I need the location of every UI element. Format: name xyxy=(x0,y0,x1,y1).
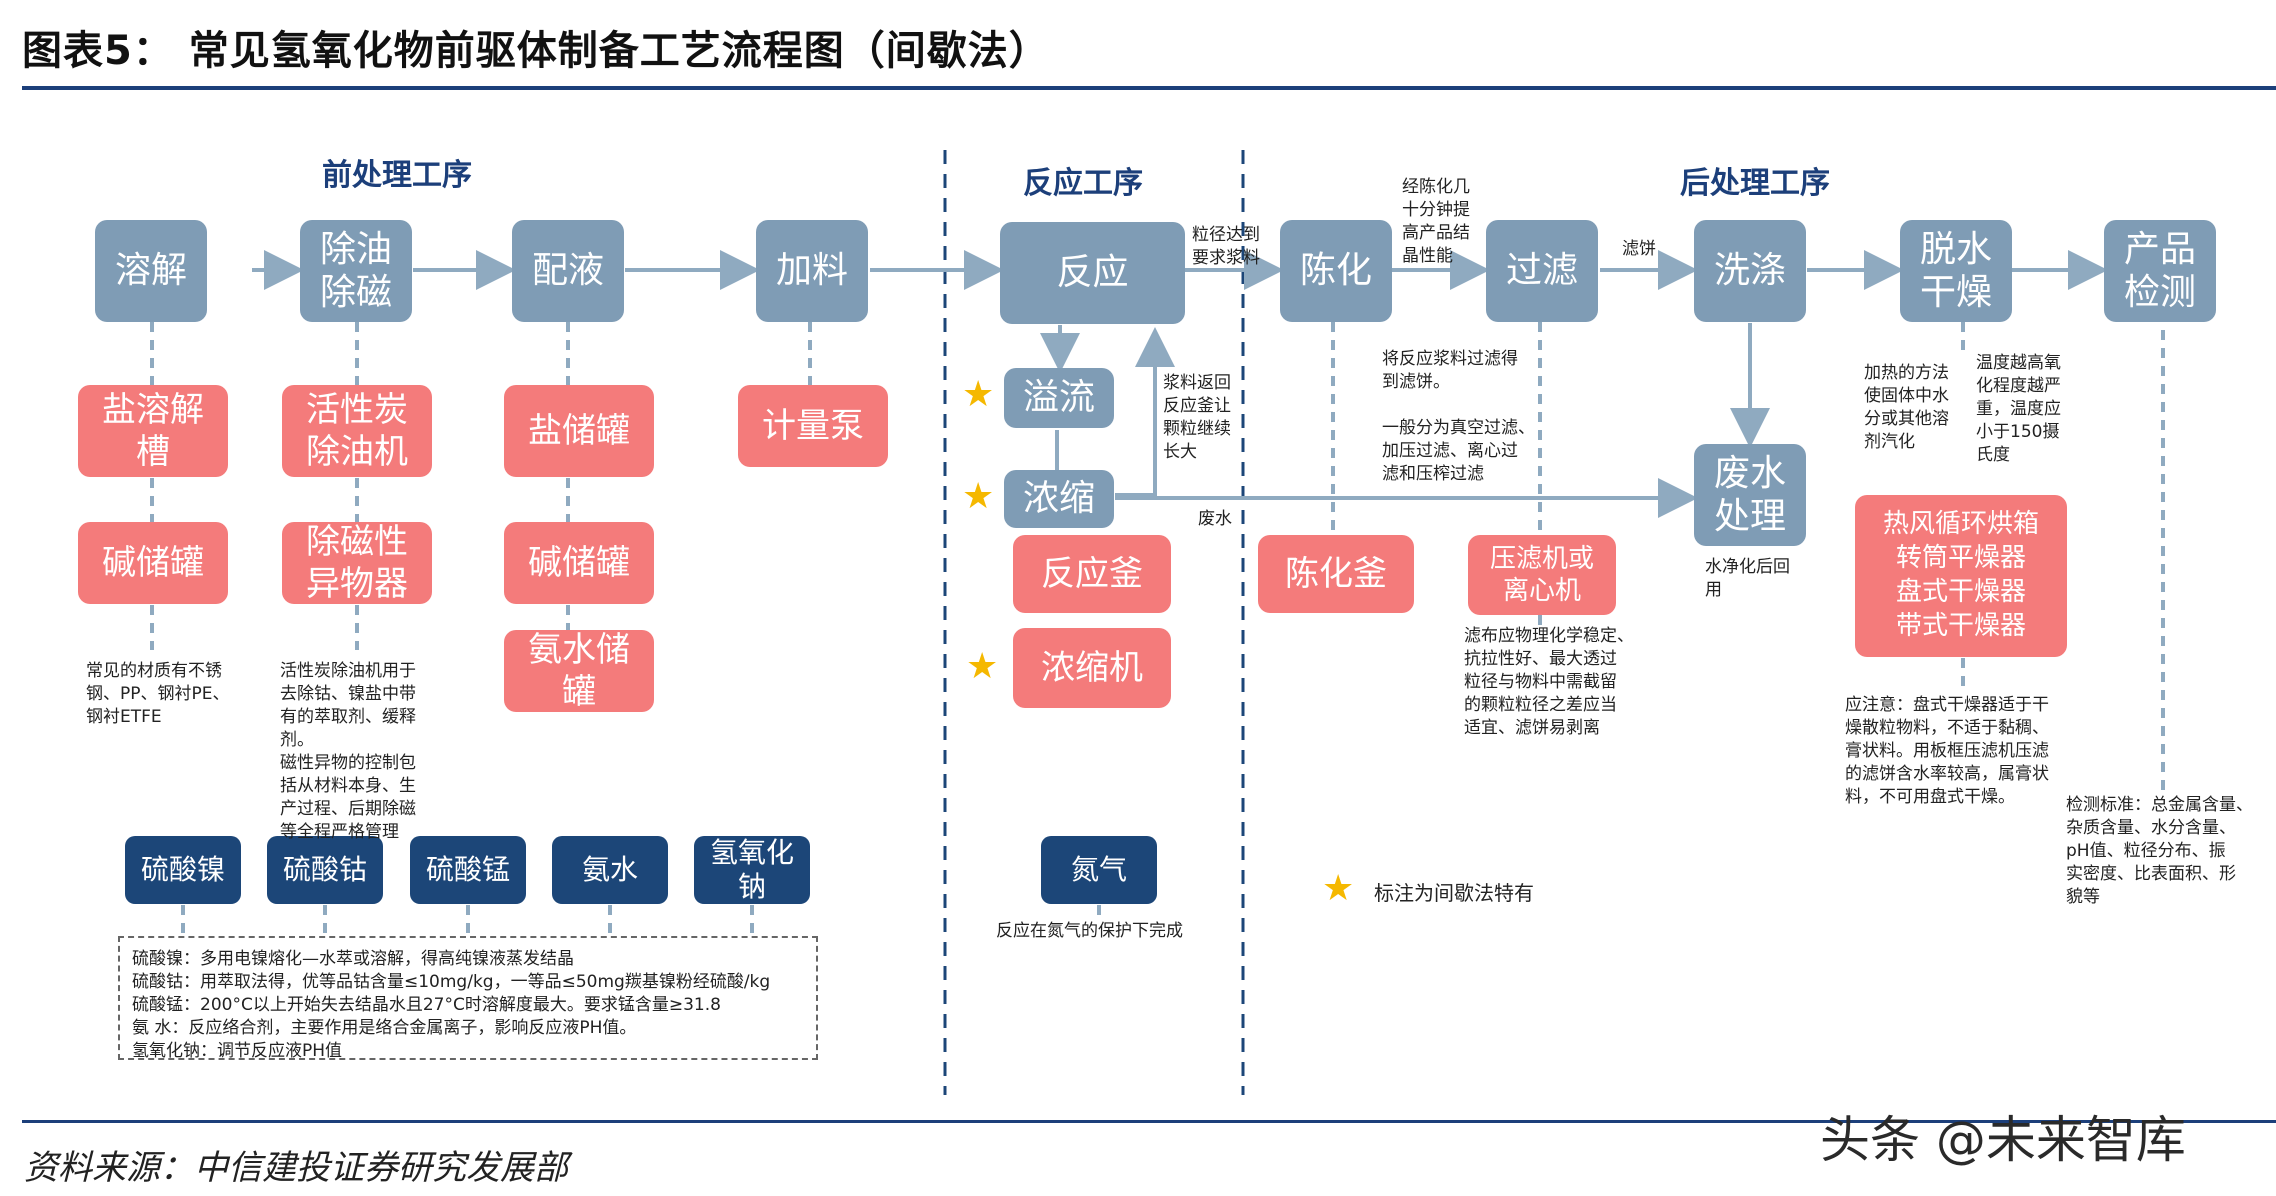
note-inspection-standard: 检测标准：总金属含量、 杂质含量、水分含量、 pH值、粒径分布、振 实密度、比表… xyxy=(2066,795,2253,907)
section-post-treatment: 后处理工序 xyxy=(1680,166,1830,201)
step-wastewater: 废水 处理 xyxy=(1694,444,1806,546)
legend-star-icon: ★ xyxy=(1322,868,1355,909)
note-temperature: 温度越高氧 化程度越严 重，温度应 小于150摄 氏度 xyxy=(1976,353,2061,465)
watermark: 头条 @未来智库 xyxy=(1820,1111,2186,1169)
legend-text: 标注为间歇法特有 xyxy=(1374,881,1534,905)
section-pre-treatment: 前处理工序 xyxy=(322,158,472,193)
equip-salt-storage: 盐储罐 xyxy=(504,385,654,477)
equip-alkali-tank-1: 碱储罐 xyxy=(78,522,228,604)
note-heating: 加热的方法 使固体中水 分或其他溶 剂汽化 xyxy=(1864,363,1949,452)
note-water-recycle: 水净化后回 用 xyxy=(1705,557,1790,600)
note-waste-water: 废水 xyxy=(1198,509,1232,529)
note-particle-size: 粒径达到 要求浆料 xyxy=(1192,225,1260,268)
top-rule xyxy=(22,86,2276,90)
raw-ammonia: 氨水 xyxy=(552,836,668,904)
equip-meter-pump: 计量泵 xyxy=(738,385,888,467)
step-filter: 过滤 xyxy=(1486,220,1598,322)
step-react: 反应 xyxy=(1000,222,1185,324)
star-icon: ★ xyxy=(962,374,995,415)
equip-activated-carbon: 活性炭 除油机 xyxy=(282,385,432,477)
raw-naoh: 氢氧化 钠 xyxy=(694,836,810,904)
note-material: 常见的材质有不锈 钢、PP、钢衬PE、 钢衬ETFE xyxy=(86,661,230,727)
note-filter-methods: 将反应浆料过滤得 到滤饼。 一般分为真空过滤、 加压过滤、离心过 滤和压榨过滤 xyxy=(1382,349,1535,484)
step-dewater: 脱水 干燥 xyxy=(1900,220,2012,322)
step-concentrate: 浓缩 xyxy=(1004,470,1114,528)
step-wash: 洗涤 xyxy=(1694,220,1806,322)
note-slurry-return: 浆料返回 反应釜让 颗粒继续 长大 xyxy=(1163,373,1231,462)
equip-alkali-tank-2: 碱储罐 xyxy=(504,522,654,604)
step-dissolve: 溶解 xyxy=(95,220,207,322)
note-dryer-caution: 应注意：盘式干燥器适于干 燥散粒物料，不适于黏稠、 膏状料。用板框压滤机压滤 的… xyxy=(1845,695,2049,807)
equip-concentrator: 浓缩机 xyxy=(1013,628,1171,708)
note-filter-cloth: 滤布应物理化学稳定、 抗拉性好、最大透过 粒径与物料中需截留 的颗粒粒径之差应当… xyxy=(1464,626,1634,738)
raw-cobalt-sulfate: 硫酸钴 xyxy=(267,836,383,904)
note-filter-cake: 滤饼 xyxy=(1622,239,1656,259)
equip-ammonia-tank: 氨水储 罐 xyxy=(504,630,654,712)
equip-reactor: 反应釜 xyxy=(1013,535,1171,613)
section-reaction: 反应工序 xyxy=(1023,166,1143,201)
star-icon: ★ xyxy=(966,646,999,687)
equip-magnetic-separator: 除磁性 异物器 xyxy=(282,522,432,604)
step-age: 陈化 xyxy=(1280,220,1392,322)
step-prepare: 配液 xyxy=(512,220,624,322)
equip-dryers: 热风循环烘箱 转筒平燥器 盘式干燥器 带式干燥器 xyxy=(1855,495,2067,657)
star-icon: ★ xyxy=(962,476,995,517)
step-degrease: 除油 除磁 xyxy=(300,220,412,322)
bottom-rule xyxy=(22,1120,2276,1123)
step-inspect: 产品 检测 xyxy=(2104,220,2216,322)
equip-press-filter: 压滤机或 离心机 xyxy=(1468,535,1616,615)
raw-nitrogen: 氮气 xyxy=(1041,836,1157,904)
raw-manganese-sulfate: 硫酸锰 xyxy=(410,836,526,904)
step-overflow: 溢流 xyxy=(1004,368,1114,428)
equip-aging-tank: 陈化釜 xyxy=(1258,535,1414,613)
note-aging: 经陈化几 十分钟提 高产品结 晶性能 xyxy=(1402,177,1470,266)
raw-material-notes-box: 硫酸镍：多用电镍熔化—水萃或溶解，得高纯镍液蒸发结晶 硫酸钴：用萃取法得，优等品… xyxy=(118,936,818,1061)
step-feed: 加料 xyxy=(756,220,868,322)
note-nitrogen-protection: 反应在氮气的保护下完成 xyxy=(996,921,1183,941)
raw-nickel-sulfate: 硫酸镍 xyxy=(125,836,241,904)
equip-salt-tank: 盐溶解 槽 xyxy=(78,385,228,477)
source-note: 资料来源：中信建投证券研究发展部 xyxy=(24,1148,568,1188)
note-activated-carbon: 活性炭除油机用于 去除钴、镍盐中带 有的萃取剂、缓释 剂。 磁性异物的控制包 括… xyxy=(280,661,416,842)
page-title: 图表5： 常见氢氧化物前驱体制备工艺流程图（间歇法） xyxy=(22,28,1050,74)
